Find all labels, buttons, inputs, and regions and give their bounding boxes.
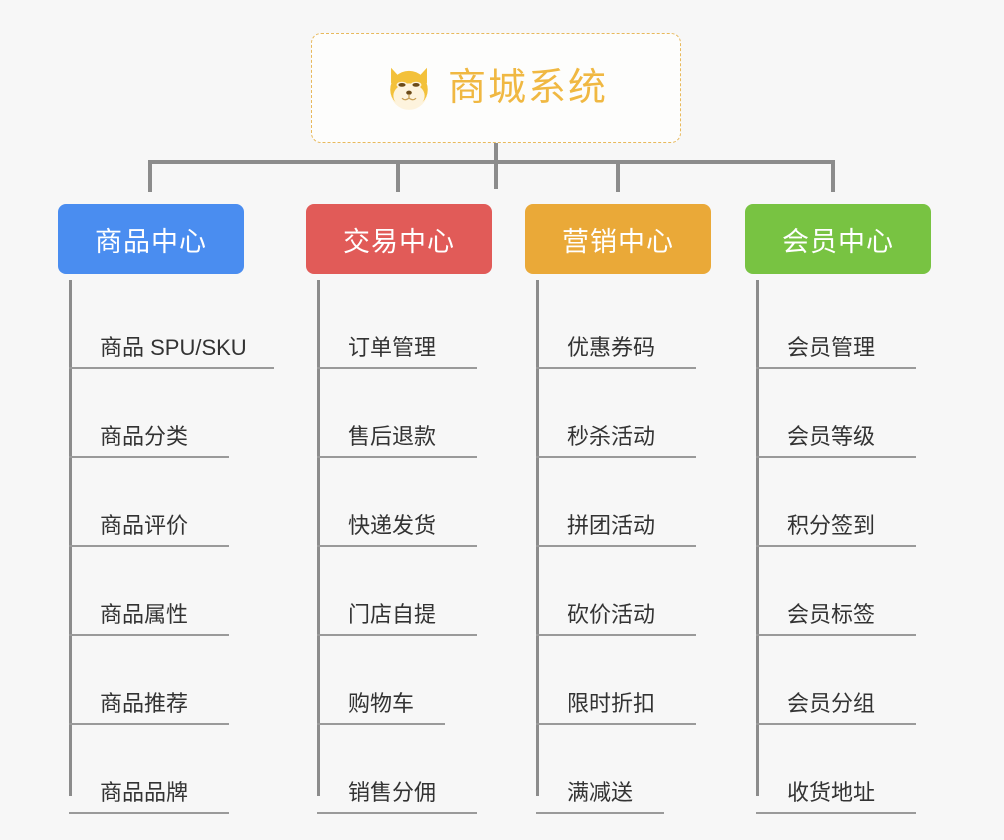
leaf-item[interactable]: 会员管理 (745, 280, 935, 369)
leaf-list-1: 商品 SPU/SKU 商品分类 商品评价 商品属性 商品推荐 商品品牌 (58, 280, 274, 814)
leaf-list-2: 订单管理 售后退款 快递发货 门店自提 购物车 销售分佣 (306, 280, 496, 814)
category-column-1: 商品中心 商品 SPU/SKU 商品分类 商品评价 商品属性 商品推荐 商品品牌 (58, 204, 274, 814)
leaf-item[interactable]: 门店自提 (306, 547, 496, 636)
leaf-item[interactable]: 收货地址 (745, 725, 935, 814)
connector-root-stem (494, 143, 498, 189)
leaf-label: 限时折扣 (567, 691, 656, 716)
leaf-label: 秒杀活动 (567, 424, 656, 449)
category-column-2: 交易中心 订单管理 售后退款 快递发货 门店自提 购物车 销售分佣 (306, 204, 496, 814)
category-header-1[interactable]: 商品中心 (58, 204, 244, 274)
leaf-item[interactable]: 商品评价 (58, 458, 248, 547)
leaf-item[interactable]: 拼团活动 (525, 458, 715, 547)
leaf-label: 购物车 (348, 691, 415, 716)
leaf-label: 收货地址 (787, 780, 876, 805)
category-header-4[interactable]: 会员中心 (745, 204, 931, 274)
leaf-label: 销售分佣 (348, 780, 437, 805)
category-header-3[interactable]: 营销中心 (525, 204, 711, 274)
leaf-item[interactable]: 会员标签 (745, 547, 935, 636)
leaf-label: 拼团活动 (567, 513, 656, 538)
leaf-label: 快递发货 (348, 513, 437, 538)
leaf-label: 会员分组 (787, 691, 876, 716)
leaf-label: 商品 SPU/SKU (100, 335, 247, 360)
leaf-label: 会员标签 (787, 602, 876, 627)
leaf-item[interactable]: 售后退款 (306, 369, 496, 458)
root-node[interactable]: 商城系统 (311, 33, 681, 143)
category-header-2[interactable]: 交易中心 (306, 204, 492, 274)
leaf-item[interactable]: 快递发货 (306, 458, 496, 547)
leaf-item[interactable]: 商品属性 (58, 547, 248, 636)
leaf-item[interactable]: 会员分组 (745, 636, 935, 725)
leaf-label: 会员管理 (787, 335, 876, 360)
connector-drop-1 (148, 160, 152, 192)
connector-horizontal-bus (148, 160, 835, 164)
leaf-label: 商品推荐 (100, 691, 189, 716)
connector-drop-2 (396, 160, 400, 192)
leaf-item[interactable]: 销售分佣 (306, 725, 496, 814)
leaf-label: 商品分类 (100, 424, 189, 449)
leaf-item[interactable]: 会员等级 (745, 369, 935, 458)
leaf-item[interactable]: 限时折扣 (525, 636, 715, 725)
leaf-item[interactable]: 满减送 (525, 725, 715, 814)
leaf-item[interactable]: 秒杀活动 (525, 369, 715, 458)
leaf-label: 订单管理 (348, 335, 437, 360)
leaf-label: 满减送 (567, 780, 634, 805)
leaf-item[interactable]: 商品品牌 (58, 725, 248, 814)
shiba-dog-icon (390, 67, 428, 110)
leaf-label: 门店自提 (348, 602, 437, 627)
leaf-item[interactable]: 商品 SPU/SKU (58, 280, 274, 369)
leaf-item[interactable]: 商品分类 (58, 369, 248, 458)
leaf-label: 商品属性 (100, 602, 189, 627)
leaf-item[interactable]: 优惠券码 (525, 280, 715, 369)
category-column-4: 会员中心 会员管理 会员等级 积分签到 会员标签 会员分组 收货地址 (745, 204, 935, 814)
leaf-label: 售后退款 (348, 424, 437, 449)
root-title: 商城系统 (447, 67, 608, 109)
leaf-item[interactable]: 购物车 (306, 636, 496, 725)
leaf-item[interactable]: 砍价活动 (525, 547, 715, 636)
leaf-label: 积分签到 (787, 513, 876, 538)
category-column-3: 营销中心 优惠券码 秒杀活动 拼团活动 砍价活动 限时折扣 满减送 (525, 204, 715, 814)
leaf-item[interactable]: 积分签到 (745, 458, 935, 547)
connector-drop-4 (831, 160, 835, 192)
leaf-label: 优惠券码 (567, 335, 656, 360)
leaf-list-3: 优惠券码 秒杀活动 拼团活动 砍价活动 限时折扣 满减送 (525, 280, 715, 814)
leaf-item[interactable]: 订单管理 (306, 280, 496, 369)
leaf-label: 商品品牌 (100, 780, 189, 805)
leaf-label: 商品评价 (100, 513, 189, 538)
leaf-list-4: 会员管理 会员等级 积分签到 会员标签 会员分组 收货地址 (745, 280, 935, 814)
leaf-label: 会员等级 (787, 424, 876, 449)
leaf-item[interactable]: 商品推荐 (58, 636, 248, 725)
leaf-label: 砍价活动 (567, 602, 656, 627)
connector-drop-3 (616, 160, 620, 192)
